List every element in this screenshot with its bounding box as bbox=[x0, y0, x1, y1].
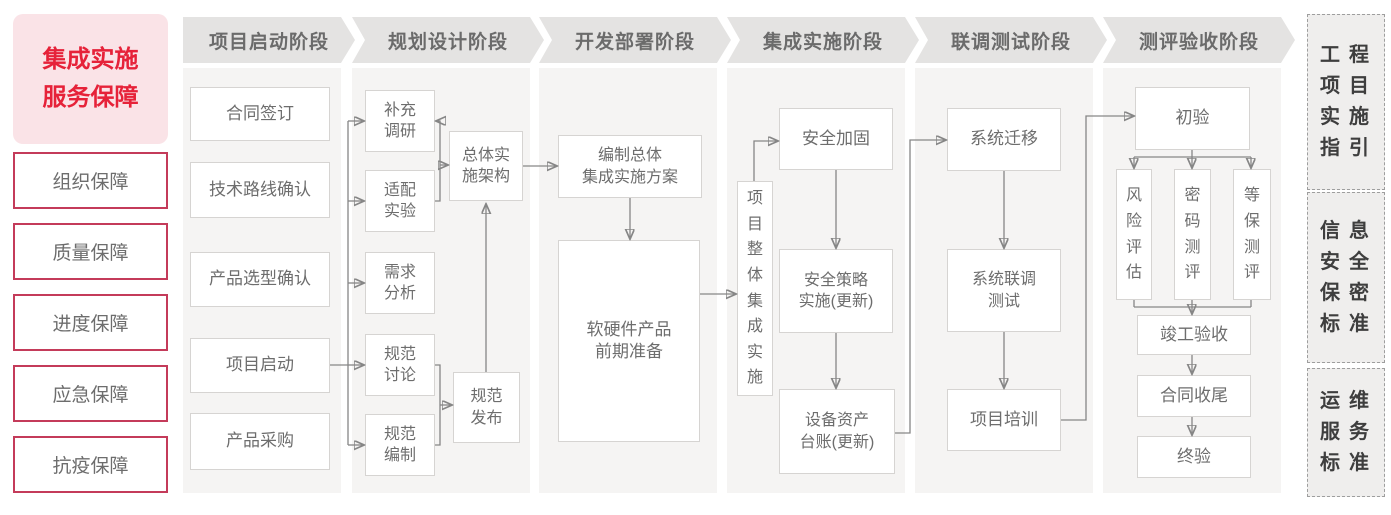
sidebar-item-emergency-guarantee: 应急保障 bbox=[13, 365, 168, 422]
phase-header-evaluation-acceptance: 测评验收阶段 bbox=[1103, 17, 1295, 63]
flow-box-classified-protection-evaluation: 等 保 测 评 bbox=[1233, 169, 1271, 300]
flow-box-crypto-evaluation: 密 码 测 评 bbox=[1174, 169, 1211, 300]
flow-box-project-overall-integration: 项 目 整 体 集 成 实 施 bbox=[737, 181, 773, 396]
panel-engineering-project-implementation-guide: 工程 项目 实施 指引 bbox=[1307, 14, 1385, 190]
panel-operation-maintenance-service-standard: 运维 服务 标准 bbox=[1307, 368, 1385, 497]
flow-box-completion-acceptance: 竣工验收 bbox=[1137, 315, 1251, 355]
diagram-title: 集成实施 服务保障 bbox=[13, 14, 168, 144]
flow-box-overall-integration-plan: 编制总体 集成实施方案 bbox=[558, 135, 702, 198]
flow-box-overall-implementation-architecture: 总体实 施架构 bbox=[449, 131, 523, 201]
flow-box-initial-acceptance: 初验 bbox=[1135, 87, 1250, 150]
flow-box-supplementary-research: 补充 调研 bbox=[365, 90, 435, 152]
flow-box-hardware-software-preparation: 软硬件产品 前期准备 bbox=[558, 240, 700, 442]
phase-header-joint-testing: 联调测试阶段 bbox=[915, 17, 1107, 63]
flow-box-contract-closure: 合同收尾 bbox=[1137, 375, 1251, 417]
flow-box-product-selection-confirmation: 产品选型确认 bbox=[190, 252, 330, 307]
flow-box-spec-release: 规范 发布 bbox=[453, 372, 520, 443]
flow-box-security-policy-implementation: 安全策略 实施(更新) bbox=[779, 249, 893, 333]
flow-box-project-training: 项目培训 bbox=[947, 389, 1061, 451]
flow-box-requirement-analysis: 需求 分析 bbox=[365, 252, 435, 314]
phase-header-planning-design: 规划设计阶段 bbox=[352, 17, 544, 63]
flow-box-adaptation-experiment: 适配 实验 bbox=[365, 170, 435, 232]
flow-box-system-joint-testing: 系统联调 测试 bbox=[947, 249, 1061, 332]
flow-box-tech-route-confirmation: 技术路线确认 bbox=[190, 162, 330, 218]
phase-header-dev-deployment: 开发部署阶段 bbox=[539, 17, 731, 63]
flow-box-equipment-asset-ledger: 设备资产 台账(更新) bbox=[779, 389, 895, 474]
flow-box-product-procurement: 产品采购 bbox=[190, 413, 330, 470]
flow-box-risk-assessment: 风 险 评 估 bbox=[1116, 169, 1152, 300]
flow-box-system-migration: 系统迁移 bbox=[947, 108, 1061, 171]
flow-box-final-acceptance: 终验 bbox=[1137, 436, 1251, 478]
flow-box-project-kickoff: 项目启动 bbox=[190, 338, 330, 393]
flow-box-spec-drafting: 规范 编制 bbox=[365, 414, 435, 476]
flow-box-security-hardening: 安全加固 bbox=[779, 108, 893, 170]
sidebar-item-organization-guarantee: 组织保障 bbox=[13, 152, 168, 209]
flow-box-contract-signing: 合同签订 bbox=[190, 87, 330, 141]
sidebar-item-schedule-guarantee: 进度保障 bbox=[13, 294, 168, 351]
flow-box-spec-discussion: 规范 讨论 bbox=[365, 334, 435, 396]
panel-info-security-confidentiality-standard: 信息 安全 保密 标准 bbox=[1307, 192, 1385, 363]
phase-header-integration-implementation: 集成实施阶段 bbox=[727, 17, 919, 63]
sidebar-item-epidemic-guarantee: 抗疫保障 bbox=[13, 436, 168, 493]
sidebar-item-quality-guarantee: 质量保障 bbox=[13, 223, 168, 280]
phase-header-project-kickoff: 项目启动阶段 bbox=[183, 17, 355, 63]
